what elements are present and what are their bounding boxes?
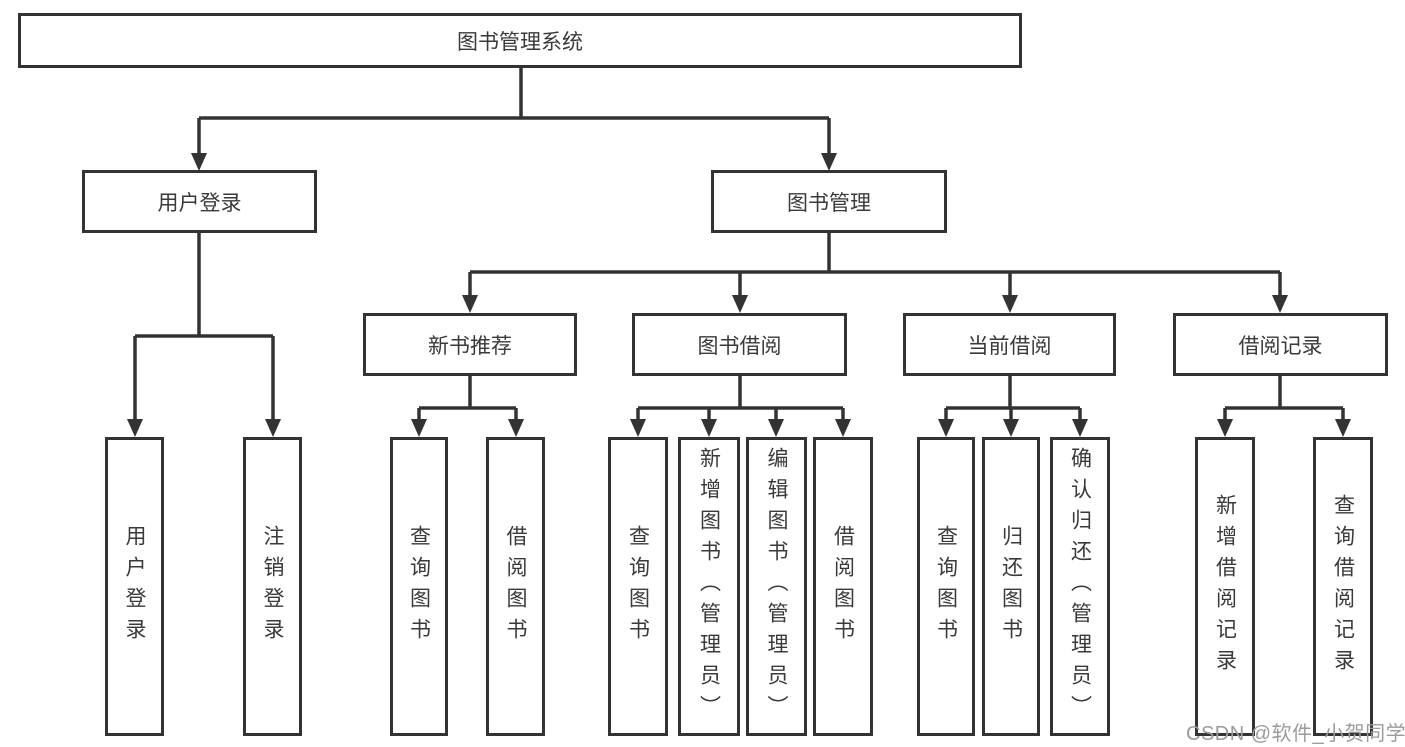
leaf-current-confirm-admin: 确认归还（管理员） xyxy=(1050,437,1110,736)
leaf-records-add: 新增借阅记录 xyxy=(1195,437,1255,736)
leaf-borrow-borrow: 借阅图书 xyxy=(813,437,873,736)
leaf-newbooks-query: 查询图书 xyxy=(390,437,448,736)
leaf-newbooks-borrow-label: 借阅图书 xyxy=(504,524,527,649)
node-new-book-recommend: 新书推荐 xyxy=(363,313,577,376)
node-user-login-label: 用户登录 xyxy=(157,191,242,215)
leaf-borrow-add-admin-label: 新增图书（管理员） xyxy=(697,447,721,726)
node-user-login: 用户登录 xyxy=(82,170,317,233)
node-root-label: 图书管理系统 xyxy=(457,30,583,54)
leaf-borrow-add-admin: 新增图书（管理员） xyxy=(678,437,740,736)
node-book-management: 图书管理 xyxy=(711,170,947,233)
leaf-records-query: 查询借阅记录 xyxy=(1313,437,1373,736)
leaf-current-confirm-admin-label: 确认归还（管理员） xyxy=(1068,447,1092,726)
arrowheads xyxy=(127,153,1351,437)
leaf-borrow-borrow-label: 借阅图书 xyxy=(831,524,855,649)
node-book-borrowing-label: 图书借阅 xyxy=(697,334,782,358)
leaf-logout: 注销登录 xyxy=(243,437,302,736)
leaf-borrow-query-label: 查询图书 xyxy=(626,524,650,649)
leaf-current-query-label: 查询图书 xyxy=(934,524,958,649)
leaf-current-return-label: 归还图书 xyxy=(999,524,1023,649)
leaf-records-add-label: 新增借阅记录 xyxy=(1213,493,1237,680)
leaf-user-login: 用户登录 xyxy=(105,437,164,736)
leaf-borrow-query: 查询图书 xyxy=(608,437,668,736)
leaf-newbooks-borrow: 借阅图书 xyxy=(486,437,545,736)
leaf-current-query: 查询图书 xyxy=(917,437,975,736)
node-borrowing-records-label: 借阅记录 xyxy=(1238,334,1323,358)
leaf-borrow-edit-admin: 编辑图书（管理员） xyxy=(746,437,807,736)
leaf-current-return: 归还图书 xyxy=(982,437,1040,736)
node-new-book-recommend-label: 新书推荐 xyxy=(428,334,512,358)
leaf-newbooks-query-label: 查询图书 xyxy=(407,524,431,649)
node-borrowing-records: 借阅记录 xyxy=(1173,313,1388,376)
leaf-records-query-label: 查询借阅记录 xyxy=(1331,493,1355,680)
leaf-logout-label: 注销登录 xyxy=(261,524,284,649)
node-root: 图书管理系统 xyxy=(18,13,1022,68)
csdn-watermark: CSDN @软件_小贺同学 xyxy=(1186,723,1405,745)
node-book-management-label: 图书管理 xyxy=(787,191,871,215)
leaf-user-login-label: 用户登录 xyxy=(123,524,146,649)
node-current-borrowing-label: 当前借阅 xyxy=(967,334,1052,358)
node-current-borrowing: 当前借阅 xyxy=(903,313,1116,376)
leaf-borrow-edit-admin-label: 编辑图书（管理员） xyxy=(765,447,788,726)
node-book-borrowing: 图书借阅 xyxy=(632,313,847,376)
